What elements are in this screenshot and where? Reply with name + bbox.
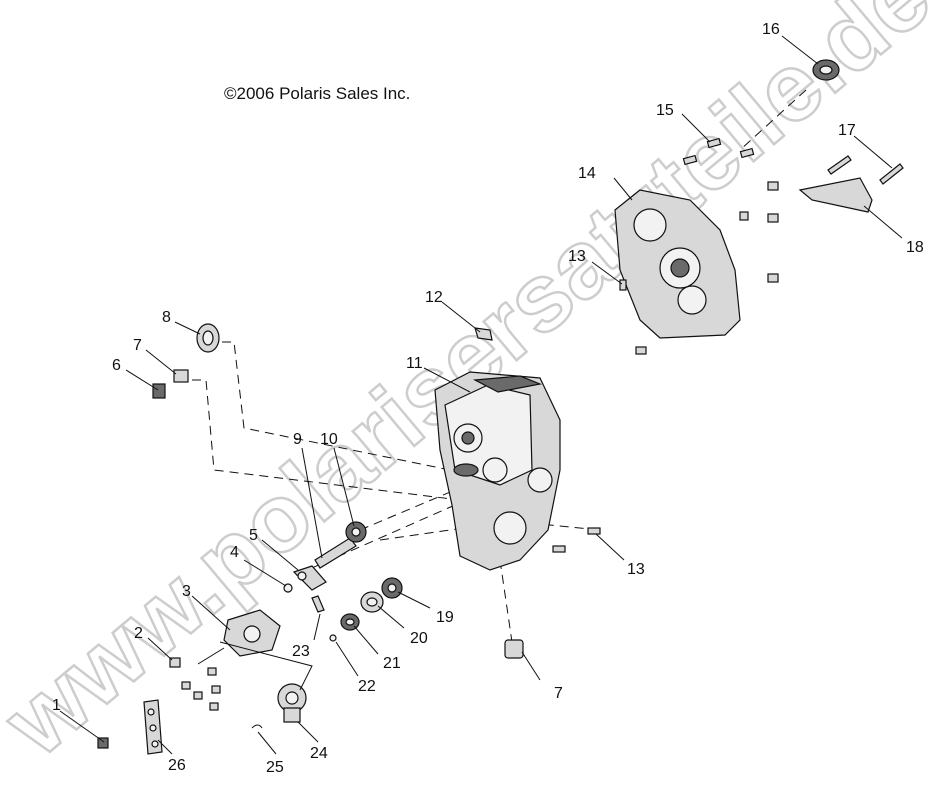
dowel-pin-upper [619,279,627,291]
seal-8 [196,323,220,353]
callout-17: 17 [838,122,856,139]
dowel-pin-lower [587,527,601,535]
callout-7-upper: 7 [133,337,142,354]
callout-19: 19 [436,609,454,626]
callout-6: 6 [112,357,121,374]
callout-9: 9 [293,431,302,448]
link-26 [143,699,163,755]
callout-5: 5 [249,527,258,544]
gear-19 [381,577,403,599]
callout-12: 12 [425,289,443,306]
spring-23 [311,595,325,613]
callout-23: 23 [292,643,310,660]
callout-8: 8 [162,309,171,326]
callout-10: 10 [320,431,338,448]
copyright-text: ©2006 Polaris Sales Inc. [224,84,410,103]
shaft-9 [314,537,357,569]
callout-11: 11 [406,355,423,372]
callout-16: 16 [762,21,780,38]
callout-22: 22 [358,678,376,695]
lever-5 [292,565,327,591]
callout-24: 24 [310,745,328,762]
callout-3: 3 [182,583,191,600]
callout-20: 20 [410,630,428,647]
callout-18: 18 [906,239,924,256]
bracket-bolts [827,155,904,185]
callout-21: 21 [383,655,401,672]
transmission-cover [614,189,741,339]
seal-16 [812,59,840,81]
ball-22 [329,634,337,642]
callout-13-lower: 13 [627,561,645,578]
callout-13-upper: 13 [568,248,586,265]
bracket-18 [798,177,873,213]
callout-4: 4 [230,544,239,561]
plug-upper [173,369,189,383]
clip-25 [251,724,263,729]
callout-15: 15 [656,102,674,119]
nut-2 [169,657,181,668]
screen-6 [152,383,166,399]
callout-2: 2 [134,625,143,642]
housing-screws [181,667,221,711]
callout-7-lower: 7 [554,685,563,702]
gear-21 [340,613,360,631]
callout-25: 25 [266,759,284,776]
plug-lower [504,639,524,659]
callout-26: 26 [168,757,186,774]
callout-labels: 1 2 3 4 5 6 7 7 8 9 10 11 12 13 13 14 15… [52,21,924,776]
leader-lines [59,35,903,755]
gear-10 [345,521,367,543]
callout-14: 14 [578,165,596,182]
callout-1: 1 [52,697,61,714]
actuator-24 [277,683,307,723]
nut-1 [97,737,109,749]
cover-bolts [635,137,779,355]
housing-3 [223,609,281,657]
bearing-20 [360,591,384,613]
main-case-housing [434,371,561,571]
dowel-pin-case [552,545,566,553]
